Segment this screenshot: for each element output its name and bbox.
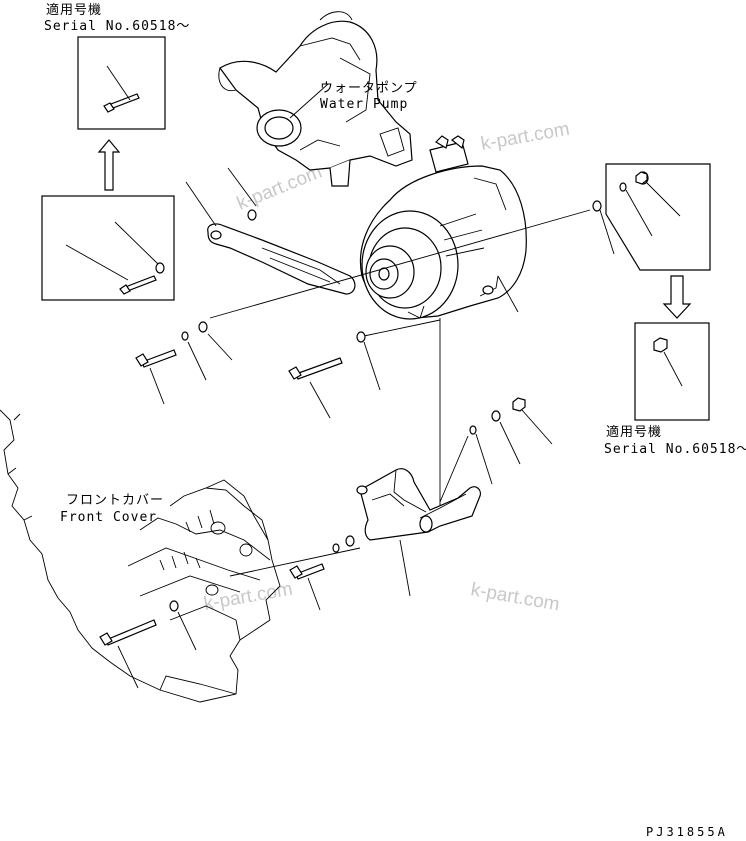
washer-cover — [169, 600, 179, 612]
inset-top-bolt — [77, 36, 166, 130]
front-cover — [0, 409, 281, 703]
water-pump-leader — [289, 83, 329, 119]
bolt-bracket — [289, 563, 325, 580]
water-pump-jp: ウォータポンプ — [320, 81, 418, 96]
washer-right — [592, 200, 602, 212]
watermark-3: k-part.com — [469, 579, 561, 615]
bolt-long-lower — [99, 619, 157, 646]
watermark-1: k-part.com — [479, 119, 571, 155]
washer-mid-3 — [356, 331, 366, 343]
inset-left-bolt-washer — [41, 195, 175, 301]
front-cover-en: Front Cover — [60, 510, 157, 525]
washer-mid-2 — [198, 321, 208, 333]
water-pump-en: Water Pump — [320, 97, 408, 112]
washer-bracket-1 — [332, 543, 340, 553]
drawing-code: PJ31855A — [646, 825, 728, 839]
washer-low-1 — [469, 425, 477, 435]
bolt-left — [135, 349, 177, 368]
inset-right-nut-washer — [605, 163, 711, 271]
serial-top-en: Serial No.60518～ — [44, 19, 190, 34]
adjusting-arm — [207, 223, 356, 295]
bolt-middle — [288, 357, 343, 380]
serial-right-en: Serial No.60518～ — [604, 442, 746, 457]
washer-mid-1 — [181, 331, 189, 341]
arrow-down-icon — [662, 275, 692, 319]
serial-top-jp: 適用号機 — [46, 2, 102, 18]
nut-low — [512, 397, 526, 412]
water-pump — [218, 11, 413, 187]
washer-low-2 — [491, 410, 501, 422]
serial-right-jp: 適用号機 — [606, 424, 662, 440]
washer-bracket-2 — [345, 535, 355, 547]
mounting-bracket — [356, 468, 481, 541]
alternator — [359, 135, 527, 320]
inset-right-nut — [634, 322, 710, 421]
washer-upper — [247, 209, 257, 221]
front-cover-jp: フロントカバー — [66, 493, 164, 508]
arrow-up-icon — [97, 139, 121, 191]
